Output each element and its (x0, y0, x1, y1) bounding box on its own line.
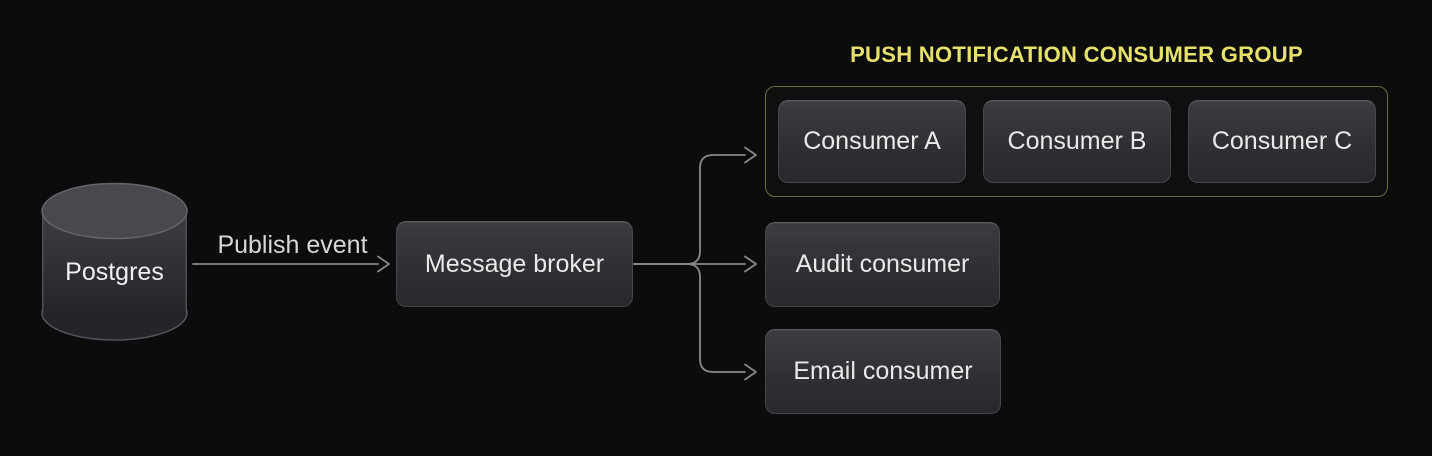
message-broker-label: Message broker (424, 249, 605, 278)
publish-event-edge-label: Publish event (217, 231, 368, 259)
publish-event-arrow (192, 255, 390, 273)
broker-to-email-arrow (633, 263, 757, 381)
consumer-c-label: Consumer C (1211, 127, 1353, 155)
consumer-a-node: Consumer A (778, 100, 966, 183)
arrowhead-icon (744, 255, 757, 273)
consumer-b-label: Consumer B (1007, 127, 1147, 155)
arrowhead-icon (744, 146, 757, 164)
consumer-c-node: Consumer C (1188, 100, 1376, 183)
consumer-group-title: PUSH NOTIFICATION CONSUMER GROUP (850, 42, 1303, 67)
consumer-b-node: Consumer B (983, 100, 1171, 183)
audit-consumer-label: Audit consumer (795, 250, 970, 278)
audit-consumer-node: Audit consumer (765, 222, 1000, 307)
email-consumer-node: Email consumer (765, 329, 1001, 414)
message-broker-node: Message broker (396, 221, 633, 307)
postgres-database-shape (41, 182, 188, 341)
consumer-a-label: Consumer A (803, 127, 941, 155)
arrowhead-icon (377, 255, 390, 273)
postgres-node-label: Postgres (65, 258, 164, 286)
broker-to-consumer-group-arrow (633, 146, 757, 265)
email-consumer-label: Email consumer (793, 357, 973, 385)
push-notification-consumer-group: Consumer A Consumer B Consumer C (765, 86, 1388, 197)
arrowhead-icon (744, 363, 757, 381)
